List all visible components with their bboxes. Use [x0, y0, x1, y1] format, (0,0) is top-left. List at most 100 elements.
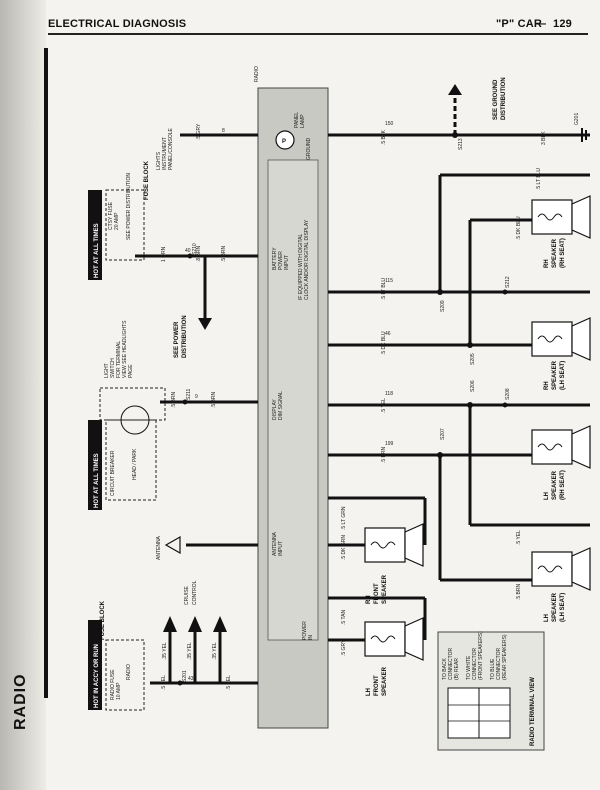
splice-s212 [502, 289, 508, 295]
splice-s211-label: S211 [186, 388, 192, 400]
radio-battery-text-2: POWER [278, 251, 284, 270]
wire-label-yel-3: .5 YEL [516, 530, 522, 545]
antenna-label: ANTENNA [156, 535, 162, 560]
wire-label-dkgrn: .5 DK GRN [341, 535, 347, 560]
wire-num-40: 40 [185, 248, 191, 254]
speaker-rh-rh-label-1: RH [544, 259, 550, 268]
wire-num-46: 46 [385, 331, 391, 337]
speaker-rh-lh-label-3: (LH SEAT) [560, 361, 566, 390]
cruise-arrow-3 [213, 616, 227, 632]
ctsy-hot-tag [88, 190, 102, 280]
speaker-lh-front-label-3: SPEAKER [382, 666, 388, 696]
header-title: ELECTRICAL DIAGNOSIS [48, 18, 187, 30]
radio-fuse-name: RADIO FUSE [110, 669, 116, 700]
splice-s206 [467, 402, 473, 408]
lights-label-1: LIGHTS [156, 151, 162, 170]
section-bar [44, 48, 48, 698]
radio-fuse-amp: 10 AMP [116, 682, 122, 700]
cruise-label-1: CRUISE [184, 585, 190, 605]
page-number: 129 [553, 18, 572, 30]
speaker-lh-lh-seat [531, 547, 591, 591]
splice-s205-label: S205 [470, 353, 476, 365]
speaker-rh-front-label-1: RH [366, 595, 372, 604]
wire-num-43: 43 [188, 676, 194, 682]
wire-label-brn: .5 BRN [221, 245, 227, 262]
see-ground-1: SEE GROUND [493, 79, 499, 120]
splice-s210-label: S210 [192, 243, 198, 255]
splice-s210 [187, 253, 193, 259]
splice-s207 [437, 452, 443, 458]
wire-label-3blk: 3 BLK [541, 131, 547, 145]
radio-power-text-2: IN [308, 635, 314, 640]
header-car: "P" CAR [496, 18, 543, 30]
radio-label: RADIO [254, 66, 260, 82]
ground-g201-label: G201 [574, 113, 580, 125]
see-power-2: DISTRIBUTION [182, 315, 188, 358]
legend-2: CONNECTOR [448, 647, 454, 680]
speaker-lh-lh-label-2: SPEAKER [552, 592, 558, 622]
wire-label-orn: 1 ORN [161, 246, 167, 262]
ctsy-fuse-name: CTSY FUSE [108, 201, 114, 230]
wire-num-8: 8 [222, 128, 225, 134]
wire-label-blk: .5 GRY [196, 123, 202, 140]
splice-s213-label: S213 [458, 138, 464, 150]
breaker-name: CIRCUIT BREAKER [110, 450, 116, 496]
antenna-icon [164, 535, 181, 555]
speaker-lh-lh-label-3: (LH SEAT) [560, 593, 566, 622]
legend-4: TO WHITE [466, 655, 472, 680]
wire-label-brn-r: .5 BRN [381, 446, 387, 463]
light-switch-4: VIEW SEE HEADLIGHTS [122, 320, 128, 378]
speaker-lh-lh-label-1: LH [544, 614, 550, 622]
radio-display-text: DISPLAY [272, 399, 278, 420]
wire-label-brn-dim: .5 BRN [171, 391, 177, 408]
splice-s208 [502, 402, 508, 408]
legend-1: TO BACK [442, 657, 448, 680]
wire-label-ltgrn: .5 LT GRN [341, 506, 347, 530]
wire-label-yel-r: .5 YEL [381, 398, 387, 413]
legend-10: RADIO TERMINAL VIEW [530, 677, 536, 746]
splice-s211 [182, 399, 188, 405]
radio-antenna-text: ANTENNA [272, 531, 278, 556]
header-rule [48, 33, 588, 35]
wire-label-brn8: .8 BRN [196, 245, 202, 262]
speaker-rh-lh-seat [531, 317, 591, 361]
radio-inner-box [267, 159, 319, 641]
radio-fuse-label: RADIO [126, 664, 132, 680]
header-dash: — [535, 18, 547, 30]
wire-label-dkblu-2: .5 DK BLU [516, 216, 522, 240]
wire-label-tan: .5 TAN [341, 610, 347, 625]
cruise-arrow-1 [163, 616, 177, 632]
speaker-rh-front [364, 523, 424, 567]
digital-note-1: IF EQUIPPED WITH DIGITAL [298, 233, 304, 300]
wire-num-115: 115 [385, 278, 393, 284]
wire-label-gry-front: .5 GRY [341, 639, 347, 656]
legend-9: (REAR SPEAKERS) [502, 634, 508, 680]
legend-6: (FRONT SPEAKERS) [478, 631, 484, 680]
panel-lamp-text: PANEL [294, 112, 300, 128]
splice-s201 [177, 680, 183, 686]
cruise-label-2: CONTROL [192, 580, 198, 605]
splice-s212-label: S212 [505, 276, 511, 288]
radio-fuse-block-title: FUSE BLOCK [100, 600, 106, 640]
power-arrow-head [198, 318, 212, 330]
legend-3: (B) REAR [454, 658, 460, 680]
speaker-rh-lh-label-2: SPEAKER [552, 360, 558, 390]
panel-lamp-icon [275, 130, 295, 150]
light-switch-2: SWITCH [110, 358, 116, 378]
radio-power-text: POWER [302, 621, 308, 640]
legend-5: CONNECTOR [472, 647, 478, 680]
speaker-lh-front-label-2: FRONT [374, 675, 380, 696]
see-power-1: SEE POWER [174, 321, 180, 358]
speaker-lh-rh-label-2: SPEAKER [552, 470, 558, 500]
cruise-arrow-2 [188, 616, 202, 632]
wire-label-ltblu-2: .5 LT BLU [536, 168, 542, 190]
wire-label-brn-3: .5 BRN [516, 583, 522, 600]
legend-8: CONNECTOR [496, 647, 502, 680]
splice-s209-label: S209 [440, 300, 446, 312]
wire-label-yel-2: .5 YEL [226, 675, 232, 690]
lights-label-2: INSTRUMENT [162, 137, 168, 170]
ctsy-fuse-block [105, 189, 145, 261]
radio-fuse-block [105, 639, 145, 711]
cruise-wire-label-3: .35 YEL [212, 642, 218, 660]
wire-num-118: 118 [385, 391, 393, 397]
